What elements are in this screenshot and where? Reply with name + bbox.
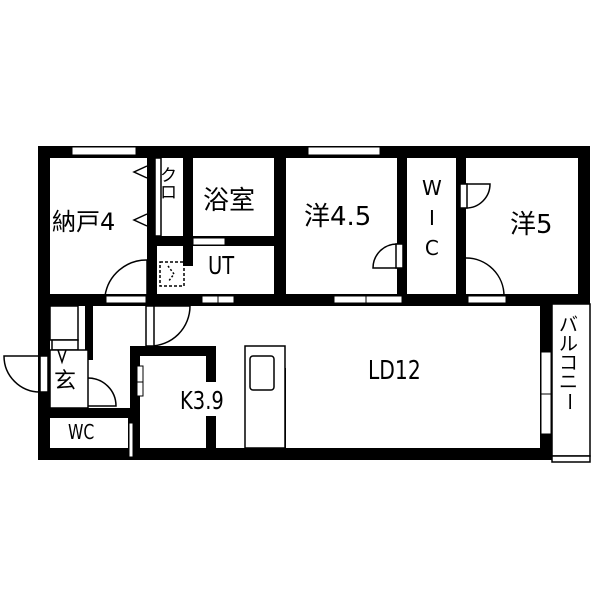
balcony-char-4: ニ bbox=[559, 371, 579, 393]
room-label-kitchen: K3.9 bbox=[180, 386, 224, 415]
wic-char-w: W bbox=[422, 176, 442, 200]
balcony-char-5: ー bbox=[558, 391, 581, 412]
balcony-char-3: コ bbox=[559, 352, 579, 374]
windows bbox=[71, 146, 552, 458]
room-label-utility: UT bbox=[208, 251, 235, 280]
closet-char-2: ロ bbox=[160, 183, 177, 203]
entrance-fixtures bbox=[49, 305, 89, 409]
balcony-char-1: バ bbox=[559, 314, 579, 336]
balcony-char-2: ル bbox=[559, 333, 579, 355]
wic-char-c: C bbox=[424, 236, 439, 260]
washer-space bbox=[159, 261, 185, 287]
room-label-closet: ク ロ bbox=[160, 168, 177, 202]
room-label-western-5: 洋5 bbox=[510, 210, 553, 240]
room-label-entrance: 玄 bbox=[54, 369, 77, 394]
room-label-bathroom: 浴室 bbox=[203, 186, 256, 216]
room-label-storage: 納戸4 bbox=[52, 208, 116, 236]
door-swings bbox=[3, 183, 505, 407]
balcony-outline bbox=[551, 303, 591, 463]
room-label-wic: W I C bbox=[422, 178, 442, 258]
closet-char-1: ク bbox=[160, 166, 177, 186]
closet-doors bbox=[132, 157, 162, 237]
room-label-balcony: バ ル コ ニ ー bbox=[558, 314, 581, 412]
room-label-western-4-5: 洋4.5 bbox=[304, 202, 372, 232]
room-label-living-dining: LD12 bbox=[368, 356, 421, 386]
room-label-toilet: WC bbox=[68, 420, 95, 444]
wic-char-i: I bbox=[428, 206, 435, 230]
kitchen-counter bbox=[244, 345, 286, 449]
